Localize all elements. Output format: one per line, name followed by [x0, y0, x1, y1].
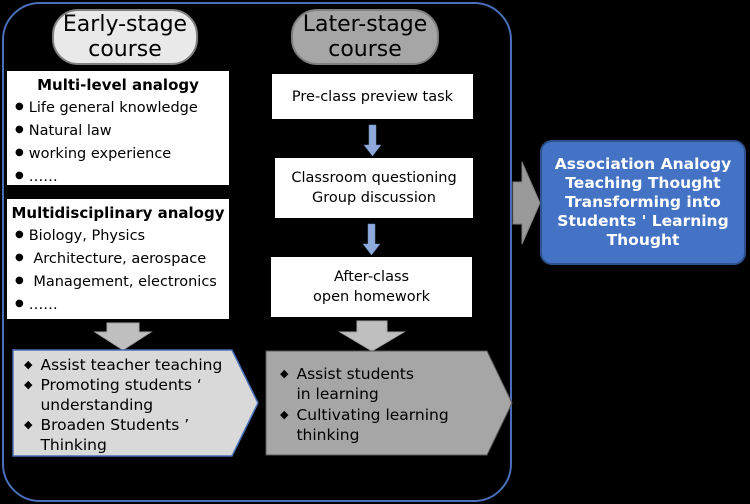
early-stage-header: Early-stage course — [52, 9, 198, 65]
bullet-dot-icon: ● — [15, 101, 24, 112]
bullet-dot-icon: ● — [15, 275, 24, 286]
step-text: Group discussion — [312, 190, 436, 206]
block-down-arrow-icon — [338, 320, 406, 352]
multidisciplinary-analogy-title: Multidisciplinary analogy — [11, 204, 225, 222]
diamond-bullet-icon: ◆ — [24, 418, 33, 431]
diamond-bullet-icon: ◆ — [280, 408, 289, 421]
down-arrow-icon — [362, 223, 381, 256]
multi-level-analogy-title: Multi-level analogy — [37, 76, 199, 94]
analogy-item-text: Natural law — [28, 123, 112, 139]
later-outcomes-shape — [265, 350, 513, 456]
bullet-dot-icon: ● — [15, 252, 24, 263]
bullet-dot-icon: ● — [15, 229, 24, 240]
outcome-text: understanding — [40, 396, 154, 414]
discipline-item-text: Management, electronics — [28, 274, 217, 290]
early-header-line-1: Early-stage — [62, 12, 188, 37]
result-line: Transforming into — [565, 193, 721, 211]
analogy-item: ● Natural law — [7, 119, 229, 142]
discipline-item: ● Biology, Physics — [7, 224, 229, 247]
outcome-item: ◆ Assist students in learning — [280, 364, 490, 404]
outcome-item: ◆ Promoting students ‘ understanding — [24, 375, 249, 415]
bullet-dot-icon: ● — [15, 124, 24, 135]
bullet-dot-icon: ● — [15, 147, 24, 158]
analogy-item: ● Life general knowledge — [7, 96, 229, 119]
outcome-text: thinking — [296, 426, 360, 444]
analogy-item-text: …… — [28, 169, 58, 185]
later-stage-header: Later-stage course — [291, 9, 439, 65]
discipline-item-text: Architecture, aerospace — [28, 251, 207, 267]
step-text: Classroom questioning — [291, 170, 457, 186]
block-down-arrow-icon — [93, 322, 153, 351]
diamond-bullet-icon: ◆ — [24, 358, 33, 371]
analogy-item: ● working experience — [7, 142, 229, 165]
discipline-item-text: Biology, Physics — [28, 228, 146, 244]
discipline-item: ● Management, electronics — [7, 270, 229, 293]
outcome-text: Cultivating learning — [296, 406, 449, 424]
bullet-dot-icon: ● — [15, 170, 24, 181]
step-text: open homework — [313, 289, 430, 305]
result-line: Association Analogy — [554, 155, 732, 173]
result-box: Association Analogy Teaching Thought Tra… — [540, 140, 746, 265]
down-arrow-icon — [363, 124, 382, 157]
outcome-text: Promoting students ‘ — [40, 376, 202, 394]
discipline-item: ● Architecture, aerospace — [7, 247, 229, 270]
outcome-text: in learning — [296, 385, 379, 403]
outcome-text: Thinking — [40, 436, 107, 454]
classroom-questioning-step: Classroom questioning Group discussion — [275, 158, 473, 218]
later-header-line-1: Later-stage — [302, 12, 428, 37]
step-text: Pre-class preview task — [291, 88, 454, 105]
block-right-arrow-icon — [512, 161, 541, 245]
diamond-bullet-icon: ◆ — [24, 378, 33, 391]
multidisciplinary-analogy-box: Multidisciplinary analogy ● Biology, Phys… — [7, 199, 229, 319]
outcome-item: ◆ Assist teacher teaching — [24, 355, 249, 375]
diamond-bullet-icon: ◆ — [280, 367, 289, 380]
early-header-line-2: course — [88, 37, 162, 62]
early-outcomes-shape — [12, 349, 259, 457]
analogy-item-text: working experience — [28, 146, 172, 162]
later-outcomes-list: ◆ Assist students in learning ◆ Cultivat… — [280, 364, 490, 445]
early-outcomes-list: ◆ Assist teacher teaching ◆ Promoting st… — [24, 355, 249, 455]
outcome-item: ◆ Broaden Students ’ Thinking — [24, 415, 249, 455]
pre-class-preview-step: Pre-class preview task — [272, 74, 473, 119]
multi-level-analogy-box: Multi-level analogy ● Life general knowle… — [7, 71, 229, 185]
discipline-item: ● …… — [7, 293, 229, 316]
result-line: Students ' Learning — [557, 212, 729, 230]
outcome-text: Assist teacher teaching — [40, 356, 223, 374]
analogy-item: ● …… — [7, 165, 229, 188]
outcome-item: ◆ Cultivating learning thinking — [280, 405, 490, 445]
after-class-homework-step: After-class open homework — [271, 257, 472, 317]
outcome-text: Assist students — [296, 365, 414, 383]
analogy-item-text: Life general knowledge — [28, 100, 198, 116]
bullet-dot-icon: ● — [15, 298, 24, 309]
result-line: Thought — [606, 231, 680, 249]
discipline-item-text: …… — [28, 297, 58, 313]
outcome-text: Broaden Students ’ — [40, 416, 190, 434]
result-line: Teaching Thought — [565, 174, 721, 192]
later-header-line-2: course — [328, 37, 402, 62]
diagram-frame — [2, 2, 512, 502]
step-text: After-class — [333, 269, 410, 285]
